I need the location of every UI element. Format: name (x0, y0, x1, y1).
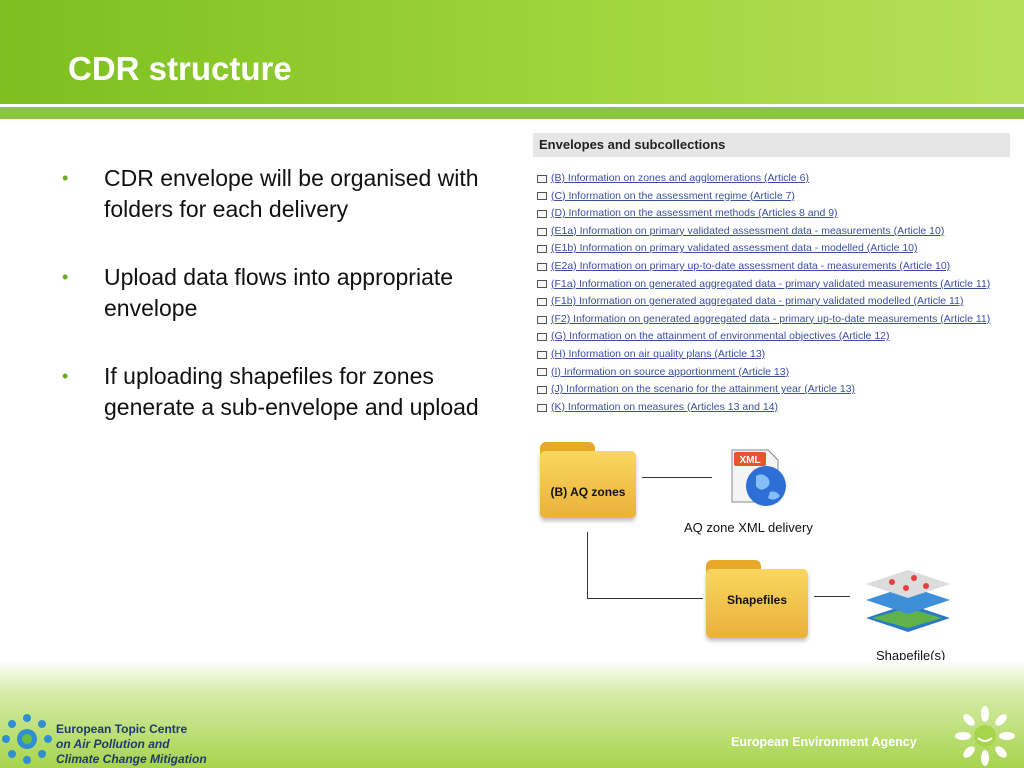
shapefiles-folder-icon: Shapefiles (706, 560, 808, 638)
folder-icon (537, 403, 547, 412)
envelope-link[interactable]: (D) Information on the assessment method… (533, 205, 1010, 223)
panel-heading: Envelopes and subcollections (533, 133, 1010, 157)
folder-icon (537, 385, 547, 394)
folder-icon (537, 280, 547, 289)
envelope-link[interactable]: (K) Information on measures (Articles 13… (533, 399, 1010, 417)
envelopes-panel: Envelopes and subcollections (B) Informa… (533, 133, 1010, 413)
bullet-item: •CDR envelope will be organised with fol… (62, 165, 479, 222)
svg-text:XML: XML (739, 455, 760, 466)
folder-icon (537, 350, 547, 359)
connector-line (814, 596, 850, 597)
envelope-link[interactable]: (E2a) Information on primary up-to-date … (533, 258, 1010, 276)
aq-zones-folder-icon: (B) AQ zones (540, 442, 636, 518)
folder-icon (537, 262, 547, 271)
shapefile-caption: Shapefile(s) (876, 648, 946, 663)
folder-icon (537, 297, 547, 306)
shapefiles-folder-label: Shapefiles (726, 593, 788, 607)
connector-line (642, 477, 712, 478)
shapefile-layers-icon (866, 570, 950, 632)
folder-icon (537, 174, 547, 183)
envelope-link[interactable]: (H) Information on air quality plans (Ar… (533, 346, 1010, 364)
folder-icon (537, 315, 547, 324)
bullet-dot-icon: • (62, 168, 69, 188)
slide-title: CDR structure (68, 50, 292, 87)
header-stripe (0, 107, 1024, 119)
envelope-link[interactable]: (I) Information on source apportionment … (533, 364, 1010, 382)
bullet-list: •CDR envelope will be organised with fol… (62, 163, 502, 460)
eea-label: European Environment Agency (731, 735, 917, 749)
envelope-link[interactable]: (F1b) Information on generated aggregate… (533, 293, 1010, 311)
envelope-link[interactable]: (E1a) Information on primary validated a… (533, 223, 1010, 241)
etc-logo-icon (2, 714, 52, 764)
header-divider (0, 104, 1024, 107)
bullet-dot-icon: • (62, 366, 69, 386)
connector-line (587, 598, 703, 599)
bullet-item: •If uploading shapefiles for zones gener… (62, 363, 479, 420)
folder-icon (537, 368, 547, 377)
envelope-link[interactable]: (C) Information on the assessment regime… (533, 188, 1010, 206)
eea-sun-logo-icon (955, 706, 1015, 766)
folder-icon (537, 192, 547, 201)
xml-document-icon: XML (731, 449, 786, 506)
header-band (0, 0, 1024, 104)
envelope-link[interactable]: (E1b) Information on primary validated a… (533, 240, 1010, 258)
envelope-link[interactable]: (B) Information on zones and agglomerati… (533, 170, 1010, 188)
folder-icon (537, 209, 547, 218)
bullet-dot-icon: • (62, 267, 69, 287)
envelope-link[interactable]: (G) Information on the attainment of env… (533, 328, 1010, 346)
xml-delivery-caption: AQ zone XML delivery (684, 520, 813, 535)
envelope-link[interactable]: (F2) Information on generated aggregated… (533, 311, 1010, 329)
folder-icon (537, 227, 547, 236)
footer-band (0, 660, 1024, 768)
aq-zones-folder-label: (B) AQ zones (550, 485, 626, 499)
envelope-list: (B) Information on zones and agglomerati… (533, 170, 1010, 416)
folder-icon (537, 245, 547, 254)
envelope-link[interactable]: (J) Information on the scenario for the … (533, 381, 1010, 399)
etc-logo-text: European Topic Centre on Air Pollution a… (56, 722, 207, 766)
envelope-link[interactable]: (F1a) Information on generated aggregate… (533, 276, 1010, 294)
folder-icon (537, 333, 547, 342)
bullet-item: •Upload data flows into appropriate enve… (62, 264, 454, 321)
connector-line (587, 532, 588, 599)
